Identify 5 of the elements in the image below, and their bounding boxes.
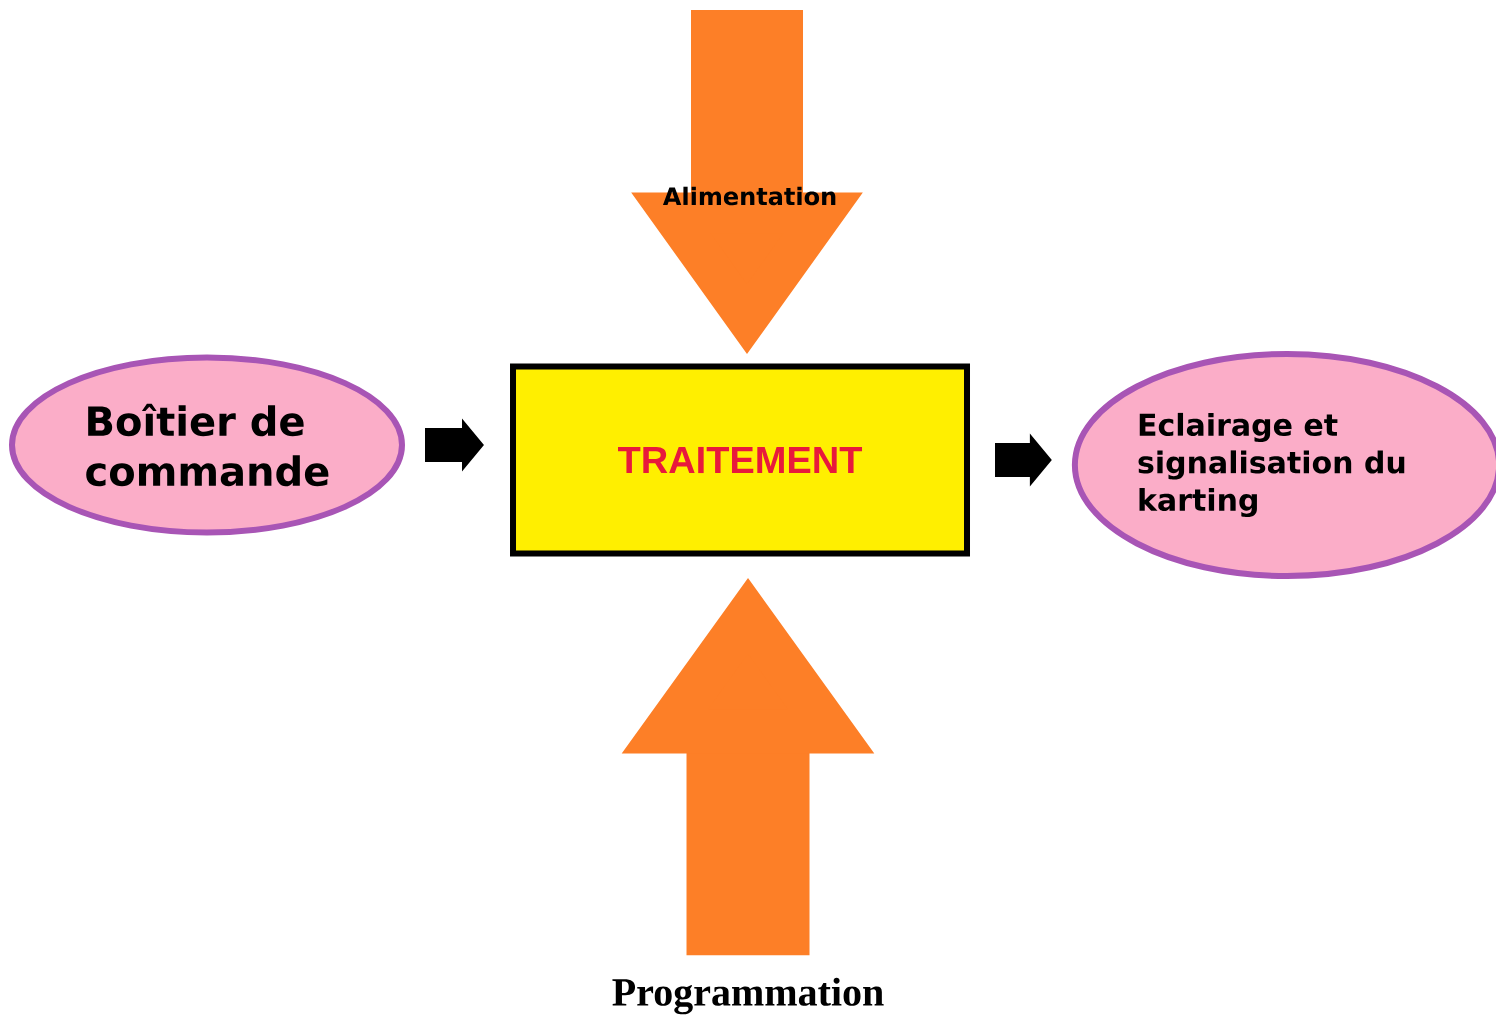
edge-label: Alimentation — [662, 186, 836, 206]
ellipse-node: Eclairage et signalisation du karting — [1071, 351, 1496, 579]
text-label: Programmation — [612, 977, 884, 1015]
process-box: TRAITEMENT — [510, 363, 970, 557]
ellipse-node: Boîtier de commande — [9, 354, 405, 536]
